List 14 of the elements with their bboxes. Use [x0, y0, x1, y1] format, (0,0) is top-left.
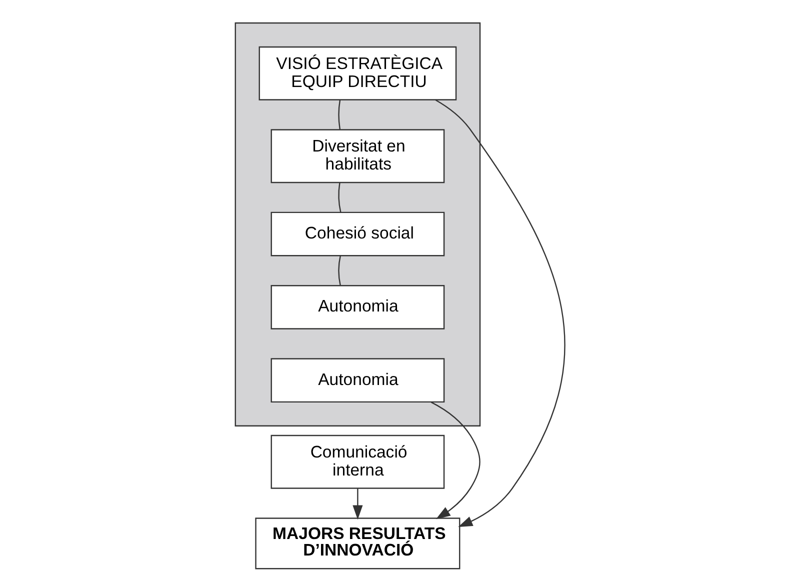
connector — [338, 100, 341, 130]
node-box: MAJORS RESULTATS D’INNOVACIÓ — [255, 518, 460, 570]
connector — [338, 182, 342, 212]
arrow — [435, 100, 566, 528]
arrow — [352, 488, 363, 520]
node-box: VISIÓ ESTRATÈGICA EQUIP DIRECTIU — [258, 46, 457, 100]
node-box: Autonomia — [270, 285, 445, 330]
node-box: Diversitat en habilitats — [270, 129, 445, 184]
node-box: Autonomia — [270, 358, 445, 403]
node-box: Comunicació interna — [270, 434, 445, 489]
arrow — [430, 402, 480, 520]
connector — [338, 256, 341, 286]
node-box: Cohesió social — [270, 212, 445, 256]
cluster — [234, 22, 481, 426]
